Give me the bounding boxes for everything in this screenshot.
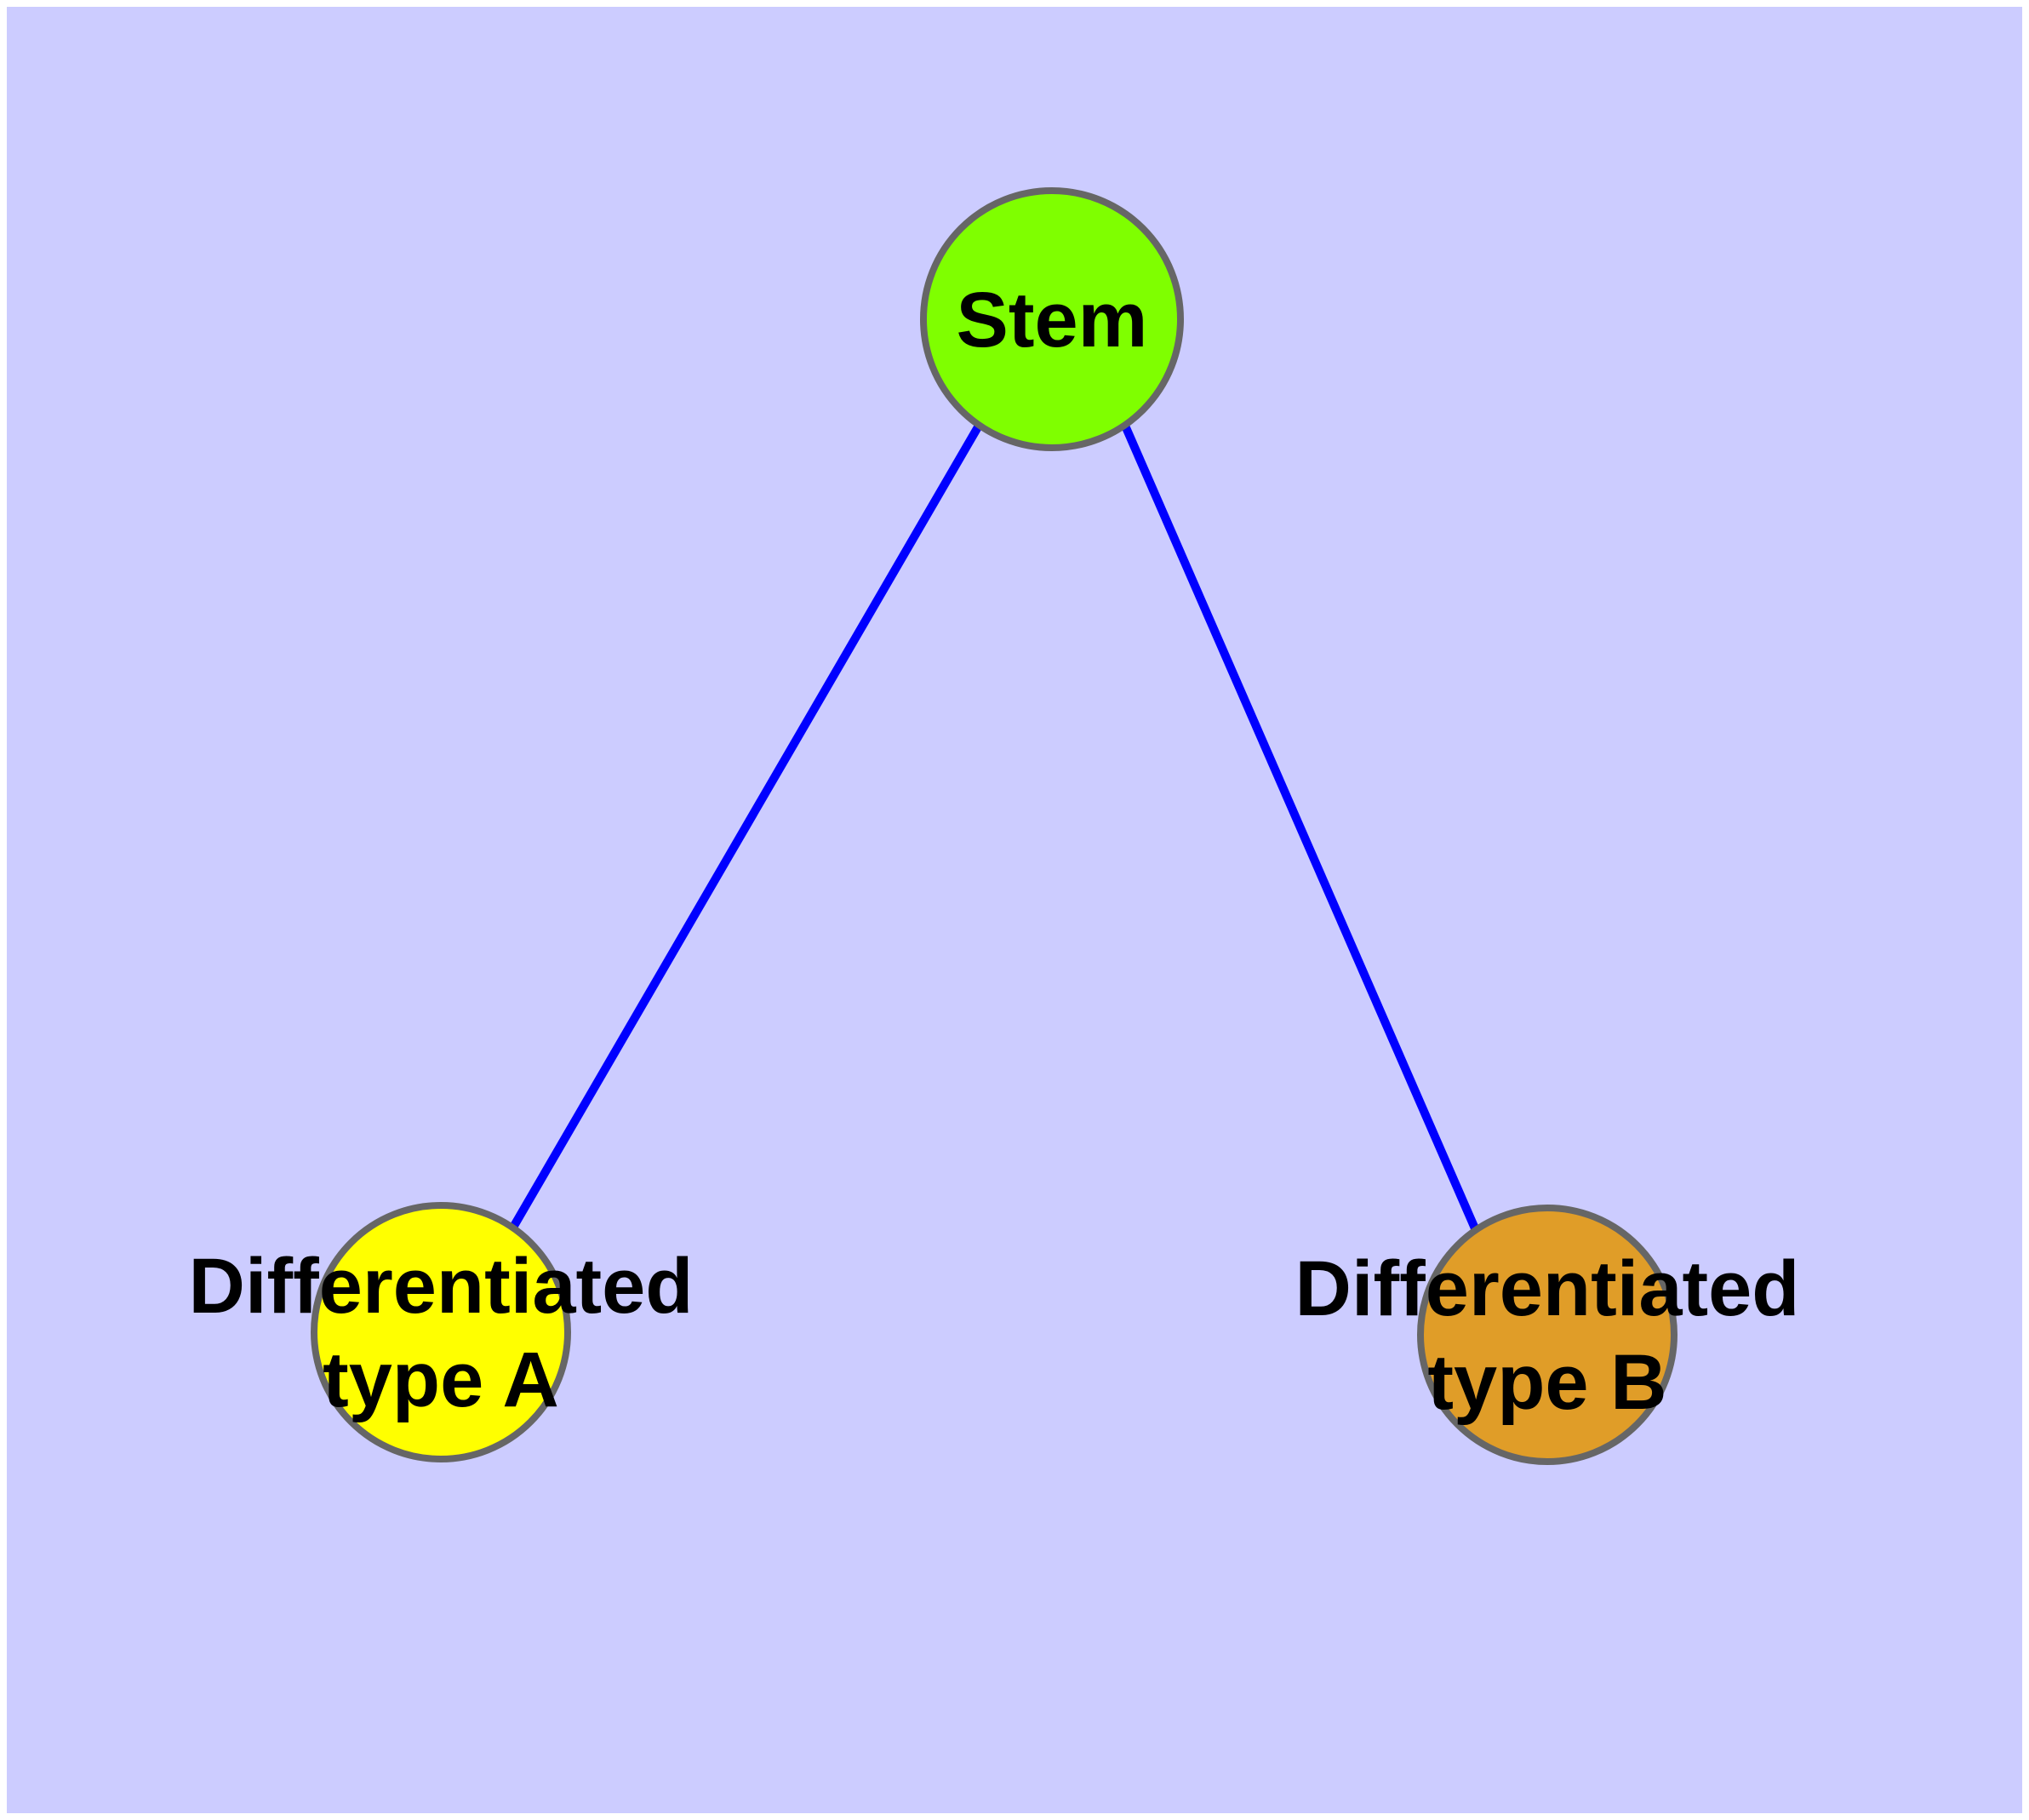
node-label-stem: Stem	[957, 277, 1148, 363]
edge-layer	[510, 423, 1479, 1230]
node-label-line: Stem	[957, 277, 1148, 363]
node-circle-diff_b[interactable]	[1417, 1205, 1677, 1465]
node-label-line: Differentiated	[189, 1243, 694, 1330]
graph-edge-stem-diff_a[interactable]	[510, 423, 983, 1228]
node-label-line: type B	[1427, 1339, 1666, 1426]
node-label-line: Differentiated	[1295, 1245, 1800, 1332]
node-circle-diff_a[interactable]	[311, 1202, 571, 1462]
graph-node-stem[interactable]: Stem	[920, 187, 1184, 451]
graph-edge-stem-diff_b[interactable]	[1121, 424, 1479, 1230]
node-circle-stem[interactable]	[920, 187, 1184, 451]
node-label-line: type A	[323, 1336, 559, 1423]
